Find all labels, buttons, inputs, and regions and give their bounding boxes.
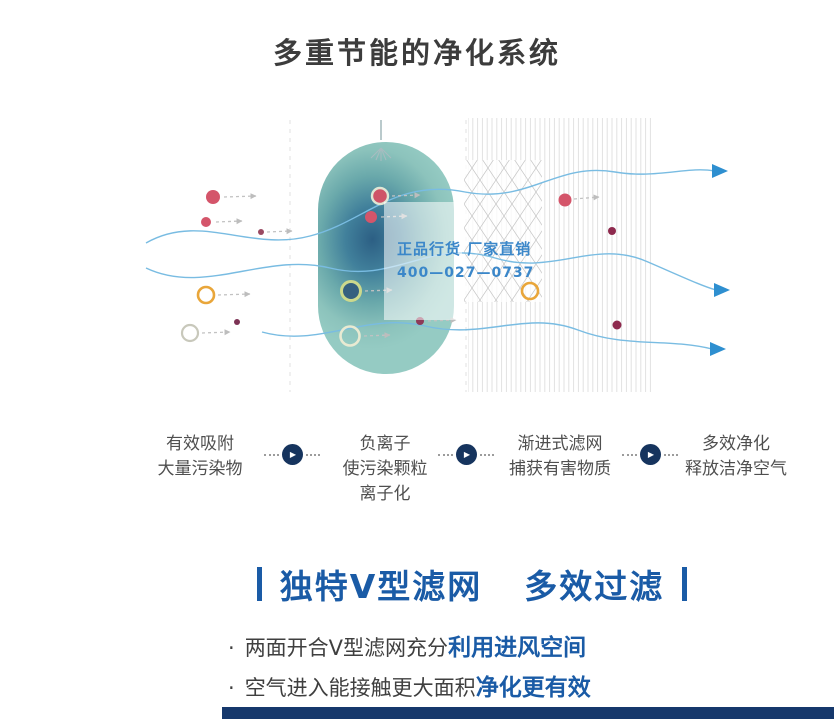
dotted-line: [479, 453, 494, 456]
step-connector: ▶: [622, 444, 678, 465]
step-arrow-icon: ▶: [281, 444, 303, 465]
step-connector: ▶: [438, 444, 494, 465]
watermark-line1: 正品行货 厂家直销: [397, 240, 532, 258]
headline-text-part2: 多效过滤: [524, 567, 665, 606]
headline-bar-left: [256, 567, 262, 601]
dotted-line: [438, 453, 453, 456]
dotted-line: [663, 453, 678, 456]
step-label-release: 多效净化 释放洁净空气: [685, 434, 787, 479]
bullet-highlight: 净化更有效: [475, 675, 591, 701]
dotted-line: [264, 453, 279, 456]
bullet-marker: ·: [228, 676, 235, 700]
watermark-phone: 400—027—0737: [397, 265, 535, 281]
bullet-highlight: 利用进风空间: [448, 635, 587, 661]
step-label-ionize: 负离子 使污染颗粒 离子化: [342, 434, 428, 504]
bullet-text: 两面开合V型滤网充分: [244, 636, 449, 660]
dotted-line: [622, 453, 637, 456]
dotted-line: [305, 453, 320, 456]
flow-arrowhead-icons: [710, 164, 730, 356]
headline: 独特V型滤网 多效过滤: [110, 560, 834, 608]
step-connector: ▶: [264, 444, 320, 465]
step-label-adsorb: 有效吸附 大量污染物: [157, 434, 243, 479]
watermark-text: 正品行货 厂家直销 400—027—0737: [397, 238, 627, 281]
headline-bar-right: [682, 567, 688, 601]
bullet-text: 空气进入能接触更大面积: [244, 676, 476, 700]
headline-text-part1: 独特V型滤网: [279, 567, 483, 606]
step-arrow-icon: ▶: [639, 444, 661, 465]
feature-bullets: · 两面开合V型滤网充分利用进风空间 · 空气进入能接触更大面积净化更有效: [228, 628, 591, 708]
step-arrow-icon: ▶: [455, 444, 477, 465]
bullet-marker: ·: [228, 636, 235, 660]
page-title: 多重节能的净化系统: [272, 36, 561, 70]
bullet-item: · 两面开合V型滤网充分利用进风空间: [228, 628, 591, 668]
bullet-item: · 空气进入能接触更大面积净化更有效: [228, 668, 591, 708]
footer-bar: [222, 707, 834, 719]
step-label-capture: 渐进式滤网 捕获有害物质: [509, 434, 611, 479]
